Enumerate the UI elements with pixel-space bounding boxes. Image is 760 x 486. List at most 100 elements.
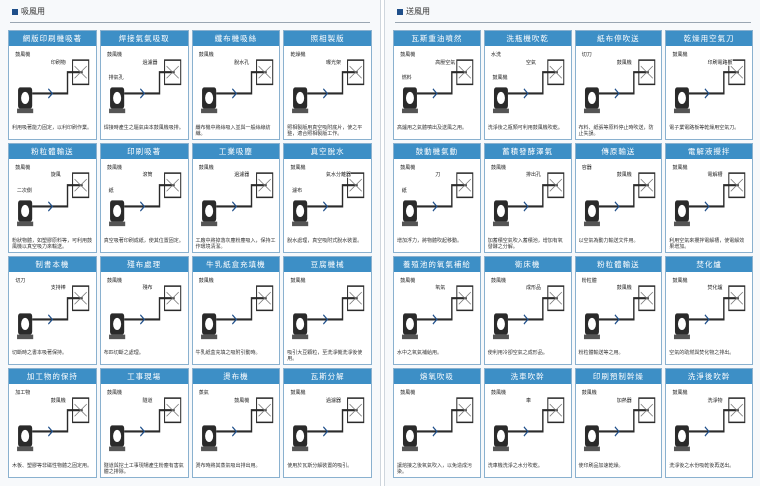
page-header: 送風用 [397,6,430,17]
blower-base [674,108,691,114]
airflow-arrow-icon [704,426,710,437]
blower-diagram: 水洗空氣鼓風機 [488,48,568,124]
airflow-arrow-icon [614,201,620,212]
airflow-arrow-icon [523,313,529,325]
blower-base [401,108,418,114]
blower-base [292,446,309,452]
diagram-label: 鼓風機 [672,389,688,397]
apparatus [728,284,746,311]
card-title: 電解液攪拌 [666,143,752,159]
diagram-label: 鼓風機 [106,51,122,59]
blower-fan [587,91,596,105]
card-caption: 吸引大豆顆粒，至洗淨機洗淨後使用。 [287,350,363,363]
diagram-label: 鼓風機 [15,163,31,171]
blower-diagram: 鼓風機焚化爐 [669,274,749,350]
diagram-label: 鼓風機 [490,276,506,284]
diagram-label: 鼓風機 [672,276,688,284]
card-title: 燙布機 [192,369,280,385]
card-title: 洗瓶機吹乾 [484,31,571,46]
blower-base [401,446,418,452]
apparatus [163,284,181,311]
blower-illustration-icon [200,172,273,226]
blower-diagram: 鼓風機氧氣 [397,274,477,350]
airflow-arrow-icon [139,201,145,212]
card-title: 工業吸塵 [192,143,280,159]
blower-diagram: 鼓風機車 [488,386,568,462]
card-caption: 纖布機中將絲吸入並與一般絲線紡織。 [195,124,271,137]
diagram-label: 鼓風機 [106,276,122,284]
airflow-arrow-icon [48,313,54,325]
blower-diagram: 容器鼓風機 [579,161,659,237]
diagram-label: 切刀 [15,276,26,284]
diagram-label: 印刷電路板 [707,58,733,66]
card-caption: 空氣的助燃與焚化物之排出。 [669,350,735,357]
blower-fan [21,204,30,217]
blower-diagram: 加工物鼓風機 [12,386,93,462]
blower-base [292,221,309,226]
diagram-label: 旋風 [50,171,61,179]
application-card: 瓦斯重油噴然鼓風機高壓空氣燃料高爐用之氣體噴出及送風之用。 [393,30,481,140]
blower-base [492,446,509,452]
diagram-label: 鼓風機 [492,73,508,81]
airflow-arrow-icon [139,313,145,325]
diagram-label: 加熱器 [616,396,632,404]
diagram-label: 氣水分離器 [326,171,352,179]
diagram-label: 殘布 [142,284,153,292]
blower-diagram: 鼓風機氣水分離器濾布 [287,161,368,237]
card-caption: 洗淨後之瓶類可利用鼓風機吹乾。 [487,124,563,131]
blower-fan [21,430,30,443]
airflow-arrow-icon [432,426,438,437]
application-card: 乾燥用空氣刀鼓風機印刷電路板電子業電路板等乾燥用空氣刀。 [665,30,753,140]
blower-fan [296,204,305,217]
application-card: 網版印刷機吸著鼓風機印刷物利用吸著能力固定，以利印刷作業。 [8,30,97,140]
airflow-arrow-icon [704,201,710,212]
blower-base [674,221,691,226]
application-card: 制書本機切刀支持棒切斷時之書本吸著保持。 [8,255,97,366]
card-title: 熔氧吹吸 [394,369,480,385]
blower-diagram: 乾燥機曝光架 [287,48,368,124]
diagram-label: 曝光架 [326,58,342,66]
card-title: 印刷吸著 [100,143,188,159]
blower-diagram: 切刀支持棒 [12,274,93,350]
diagram-label: 鼓風機 [581,389,597,397]
diagram-label: 鼓風機 [290,389,306,397]
blower-diagram: 鼓風機電解槽 [669,161,749,237]
blower-base [292,334,309,339]
diagram-label: 乾燥機 [290,51,306,59]
blower-diagram: 鼓風機加熱器 [579,386,659,462]
diagram-label: 洗淨物 [707,396,723,404]
blower-diagram: 鼓風機高壓空氣燃料 [397,48,477,124]
application-card: 真空脫水鼓風機氣水分離器濾布脫水處理，真空吸附式脫水裝置。 [283,142,372,253]
blower-base [17,108,34,114]
apparatus [163,172,181,198]
blower-illustration-icon [108,397,181,452]
blower-base [401,334,418,339]
diagram-label: 焚化爐 [707,284,723,292]
card-title: 制書本機 [9,256,96,272]
diagram-label: 過濾器 [234,171,250,179]
card-title: 瓦斯重油噴然 [394,31,480,46]
airflow-arrow-icon [432,313,438,325]
blower-fan [112,204,121,217]
blower-illustration-icon [17,397,90,452]
diagram-label: 鼓風機 [234,396,250,404]
application-card: 牛乳紙盒充填機鼓風機牛乳紙盒充填之吸附引動時。 [191,255,281,366]
blower-base [583,334,600,339]
card-caption: 洗車機洗淨之水分吹乾。 [487,463,543,469]
blower-fan [587,204,596,217]
blower-base [583,221,600,226]
card-caption: 工廠中將掉落灰塵粉塵吸入，保持工作環境清潔。 [195,237,276,250]
blower-fan [112,91,121,105]
blower-diagram: 鼓風機 [287,274,368,350]
card-caption: 利用吸著能力固定，以利印刷作業。 [12,124,93,131]
blower-base [292,108,309,114]
blower-diagram: 鼓風機 [196,274,277,350]
card-title: 紙布停吹送 [575,31,662,46]
diagram-label: 鼓風機 [198,51,214,59]
blower-base [200,334,217,339]
diagram-label: 二次側 [16,186,32,194]
apparatus [163,397,181,424]
card-caption: 洗淨後之水份吸乾後再送出。 [669,463,735,469]
application-grid: 瓦斯重油噴然鼓風機高壓空氣燃料高爐用之氣體噴出及送風之用。洗瓶機吹乾水洗空氣鼓風… [393,30,753,478]
diagram-label: 鼓風機 [616,171,632,179]
